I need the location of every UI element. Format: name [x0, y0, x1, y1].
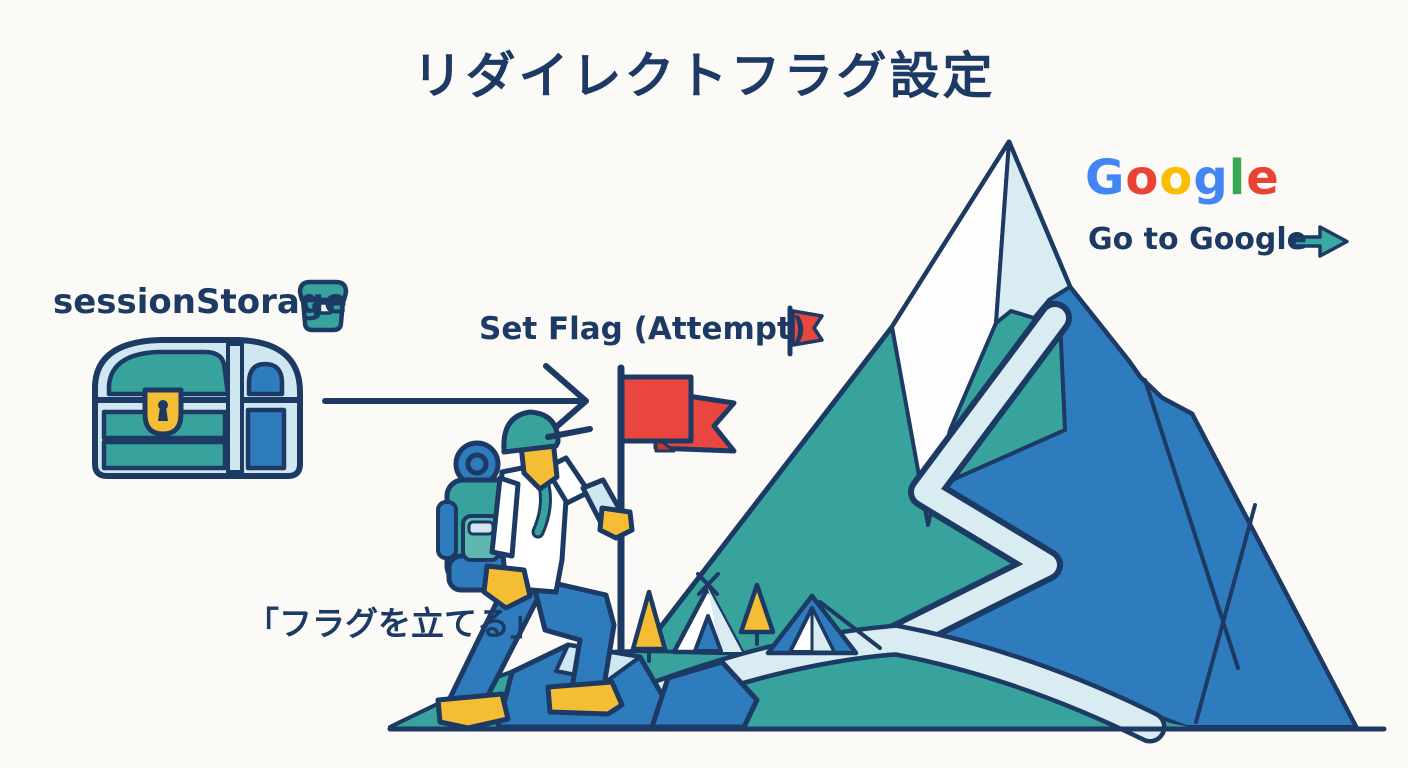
- box-handle-slot: [312, 301, 334, 315]
- hiker-left-arm: [489, 475, 521, 559]
- chest-divider: [226, 342, 244, 474]
- treasure-chest-icon: [92, 337, 303, 479]
- campsite: [630, 572, 882, 663]
- google-logo-letter: o: [1125, 150, 1160, 206]
- google-logo-letter: e: [1246, 150, 1280, 206]
- trail-zigzag: [885, 307, 1066, 651]
- set-flag-label: Set Flag (Attempt): [479, 311, 806, 347]
- hiker-front-boot: [545, 679, 625, 717]
- google-logo-letter: l: [1228, 150, 1247, 206]
- backpack-pocket-tab: [467, 520, 495, 536]
- google-logo: Google: [1085, 150, 1280, 206]
- session-storage-label: sessionStorage: [53, 282, 348, 322]
- google-logo-letter: G: [1085, 150, 1126, 206]
- teepee-pole: [697, 572, 720, 596]
- chest-side-window: [246, 361, 285, 397]
- storage-box-icon: [297, 279, 349, 333]
- tree-icon: [630, 589, 668, 652]
- tent-entrance-fold: [810, 606, 836, 654]
- backpack-side-pouch: [436, 500, 458, 560]
- arrow-right-icon: [1292, 225, 1349, 258]
- red-flag-icon: [787, 305, 824, 357]
- tent-guy-line: [818, 600, 882, 650]
- flank-crease-line: [1194, 503, 1257, 724]
- small-flag-cloth: [791, 309, 824, 347]
- box-lid: [297, 279, 349, 303]
- mountain-illustration: [609, 139, 1359, 730]
- hiker-cap: [501, 409, 561, 455]
- backpack-roll-center: [465, 452, 489, 476]
- hiker-right-glove: [597, 505, 635, 541]
- go-to-google-label: Go to Google: [1088, 222, 1308, 257]
- hiker-left-glove: [481, 563, 533, 611]
- flow-arrow-icon: [322, 363, 589, 439]
- flag-on-pole: [617, 364, 737, 690]
- google-logo-letter: g: [1193, 150, 1229, 206]
- keyhole-slot: [158, 407, 168, 421]
- teepee-shade: [708, 588, 742, 652]
- page-title: リダイレクトフラグ設定: [412, 47, 996, 105]
- chest-front-band: [101, 439, 228, 471]
- hiker-figure: [435, 409, 635, 731]
- chest-lid-panel: [106, 349, 231, 397]
- chest-side-panel: [245, 407, 287, 471]
- block-arrow: [1292, 225, 1349, 258]
- flag-quote-label: 「フラグを立てる」: [246, 604, 543, 643]
- arrow-head: [543, 363, 589, 439]
- hiker-back-boot: [435, 691, 511, 731]
- hiker-cap-brim: [545, 426, 593, 440]
- flag-cloth: [618, 374, 694, 444]
- teepee-door: [693, 614, 723, 653]
- google-logo-letter: o: [1159, 150, 1194, 206]
